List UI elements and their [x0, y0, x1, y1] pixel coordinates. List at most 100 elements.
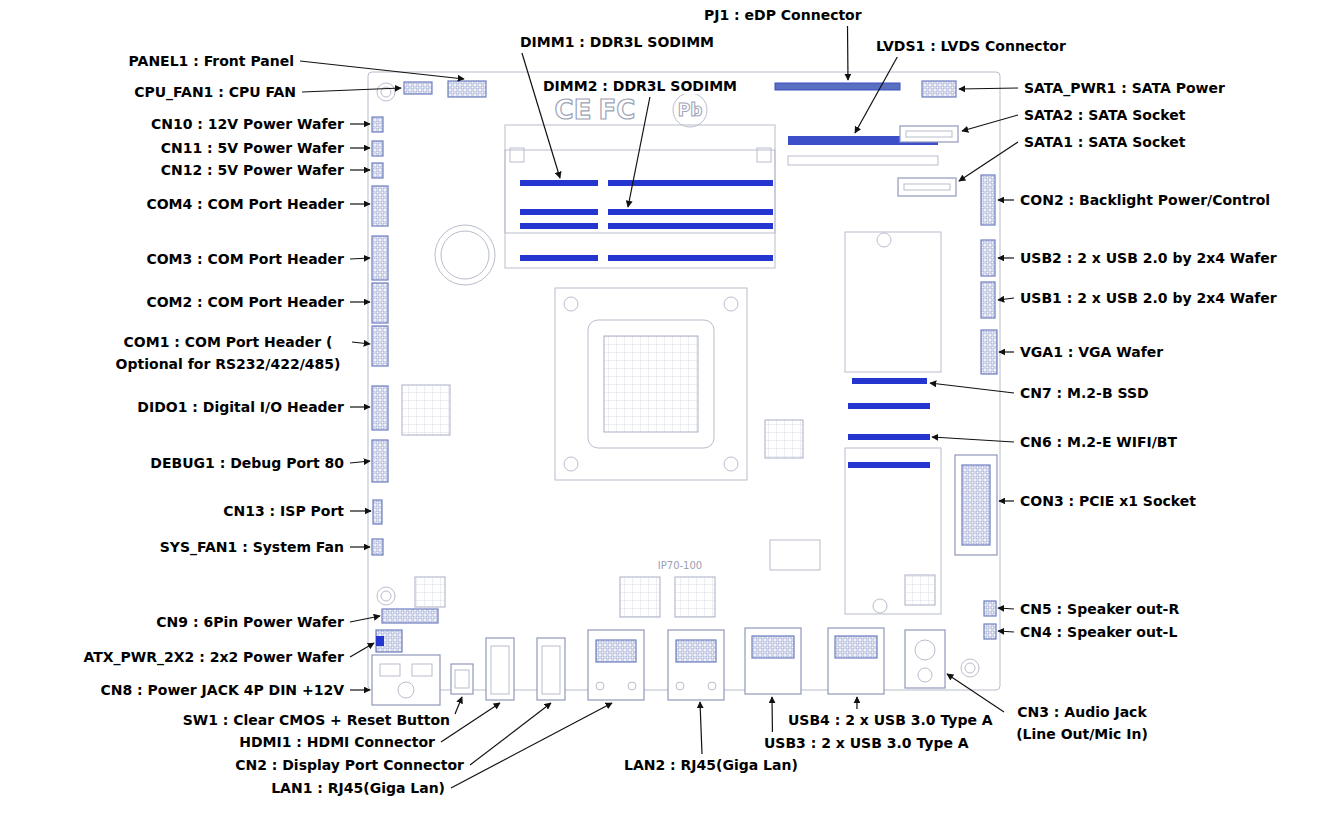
- cpu-fan-header: [404, 82, 432, 94]
- lan-chip: [620, 577, 660, 617]
- sata-socket-detail: [904, 184, 950, 190]
- leader-line: [962, 115, 1018, 131]
- power-wafer: [372, 163, 383, 178]
- chip: [765, 420, 803, 458]
- vga-wafer: [981, 330, 997, 374]
- part-label: DIMM1 : DDR3L SODIMM: [518, 34, 716, 50]
- leader-line: [451, 703, 612, 788]
- part-label: DIDO1 : Digital I/O Header: [135, 399, 346, 415]
- com-header: [372, 236, 388, 280]
- part-label: SATA1 : SATA Socket: [1022, 134, 1187, 150]
- rj45-jack: [588, 630, 644, 700]
- leader-line: [856, 697, 857, 709]
- part-label: CON3 : PCIE x1 Socket: [1018, 493, 1198, 509]
- mount-hole: [377, 83, 395, 101]
- mount-hole: [377, 587, 395, 605]
- sodimm-pins: [608, 223, 773, 229]
- leader-line: [771, 697, 773, 732]
- audio-jack-detail: [915, 640, 935, 660]
- com-header: [372, 283, 388, 323]
- part-label: LAN1 : RJ45(Giga Lan): [269, 780, 447, 796]
- cmos-battery: [435, 225, 495, 285]
- board-outline: [368, 72, 1000, 690]
- leader-line: [932, 437, 1014, 442]
- part-label: COM2 : COM Port Header: [144, 294, 346, 310]
- part-label: COM3 : COM Port Header: [144, 251, 346, 267]
- pcie-socket-pins: [962, 465, 990, 545]
- part-label: CN13 : ISP Port: [221, 503, 346, 519]
- cpu-die: [604, 336, 698, 432]
- leader-line: [999, 500, 1014, 501]
- sodimm-latch: [510, 148, 524, 162]
- board-marking: CE: [553, 96, 594, 124]
- atx-2x2-pin1: [376, 636, 384, 646]
- part-label: COM4 : COM Port Header: [144, 196, 346, 212]
- power-jack: [372, 655, 440, 705]
- part-label: HDMI1 : HDMI Connector: [237, 734, 437, 750]
- cmos-battery: [441, 231, 489, 279]
- reset-button-detail: [455, 670, 469, 688]
- sata-socket-detail: [906, 131, 952, 137]
- part-label: COM1 : COM Port Header ( Optional for RS…: [108, 331, 348, 375]
- leader-line: [350, 616, 380, 622]
- leader-line: [300, 61, 464, 79]
- part-label: LVDS1 : LVDS Connector: [874, 38, 1068, 54]
- sodimm-slot: [505, 150, 775, 268]
- rj45-jack-detail: [596, 640, 636, 662]
- part-label: DIMM2 : DDR3L SODIMM: [541, 78, 739, 94]
- leader-line: [350, 169, 370, 170]
- rj45-led: [676, 682, 684, 690]
- sodimm-pins: [520, 255, 598, 261]
- part-label: USB3 : 2 x USB 3.0 Type A: [762, 735, 971, 751]
- leader-line: [847, 26, 849, 80]
- usb2-wafer: [981, 240, 995, 276]
- leader-line: [700, 702, 702, 754]
- board-marking: Pb: [676, 100, 705, 120]
- m2-e-connector: [848, 462, 930, 468]
- part-label: SYS_FAN1 : System Fan: [158, 539, 346, 555]
- part-label: USB2 : 2 x USB 2.0 by 2x4 Wafer: [1018, 250, 1279, 266]
- m2-b-connector: [852, 378, 927, 384]
- io-chip: [402, 385, 450, 435]
- six-pin-wafer: [382, 609, 438, 623]
- leader-line: [522, 53, 560, 178]
- com-header: [372, 326, 388, 366]
- lvds-connector: [788, 156, 938, 165]
- lead-free-mark: [673, 93, 707, 127]
- part-label: CN8 : Power JACK 4P DIN +12V: [98, 682, 346, 698]
- power-jack-detail: [412, 664, 432, 676]
- isp-port: [373, 500, 382, 524]
- part-label: CN2 : Display Port Connector: [233, 757, 466, 773]
- part-label: SW1 : Clear CMOS + Reset Button: [181, 712, 452, 728]
- leader-line: [855, 57, 897, 133]
- m2-module-area: [845, 448, 941, 614]
- lan-chip: [675, 577, 715, 617]
- sodimm-latch: [757, 148, 771, 162]
- part-label: CPU_FAN1 : CPU FAN: [132, 84, 298, 100]
- rj45-jack: [668, 630, 724, 700]
- part-label: CN12 : 5V Power Wafer: [159, 162, 346, 178]
- leader-line: [350, 147, 370, 148]
- leader-line: [998, 631, 1014, 632]
- power-wafer: [372, 117, 383, 132]
- sodimm-pins: [608, 255, 773, 261]
- leader-line: [959, 142, 1018, 181]
- part-label: LAN2 : RJ45(Giga Lan): [622, 757, 800, 773]
- rj45-led: [628, 682, 636, 690]
- part-label: CON2 : Backlight Power/Control: [1018, 192, 1272, 208]
- debug-header: [372, 440, 388, 482]
- leader-line: [998, 199, 1014, 200]
- sodimm-pins: [520, 209, 598, 215]
- chip: [415, 577, 445, 607]
- leader-line: [350, 546, 370, 547]
- rj45-jack-detail: [676, 640, 716, 662]
- board-marking: FC: [597, 96, 638, 124]
- cpu-area: [555, 288, 747, 480]
- mount-hole: [381, 591, 391, 601]
- m2-standoff: [877, 233, 891, 247]
- leader-line: [930, 383, 1014, 393]
- chip: [770, 540, 820, 570]
- hdmi-connector: [486, 638, 514, 700]
- system-fan-header: [372, 539, 383, 555]
